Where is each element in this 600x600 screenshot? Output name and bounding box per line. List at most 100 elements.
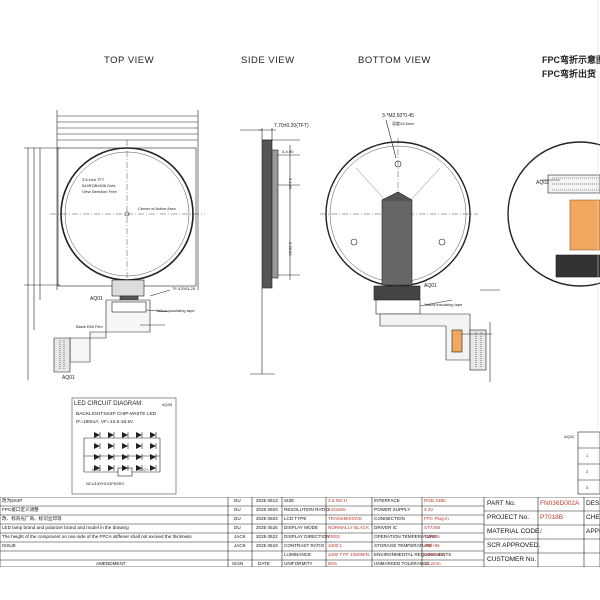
bottom-view-drawing bbox=[320, 119, 500, 382]
side-dim-c: 2-26.92 bbox=[288, 242, 293, 256]
side-table-drawing bbox=[577, 431, 600, 495]
glass-label-view: View Direction Free bbox=[82, 189, 117, 194]
spec-value: NORMALLY BLACK bbox=[328, 525, 370, 530]
date-header: DATE bbox=[258, 561, 270, 566]
ntc-plus-label: NTC+ bbox=[138, 467, 149, 472]
led-chip bbox=[136, 432, 142, 438]
top-part-tag: AQ01 bbox=[90, 296, 103, 302]
led-chip bbox=[122, 454, 128, 460]
spec-value: FPC Plug-in bbox=[424, 516, 449, 521]
side-table-row-3: 3 bbox=[586, 485, 589, 490]
amendment-date: 2025 0522 bbox=[256, 534, 278, 539]
drawing-views bbox=[24, 0, 600, 497]
spec-value: RGB 24Bit bbox=[424, 498, 446, 503]
part-field-value: P7018B bbox=[540, 514, 564, 521]
led-chip bbox=[94, 432, 100, 438]
spec-value: -30/+85 bbox=[424, 543, 440, 548]
spec-key: STORAGE TEMPERATURE bbox=[374, 543, 432, 548]
spec-key: DRIVER IC bbox=[374, 525, 398, 530]
part-field-label: MATERIAL CODE. bbox=[487, 528, 542, 535]
led-circuit-tag: AQ05 bbox=[162, 402, 173, 407]
side-table-row-2: 2 bbox=[586, 469, 589, 474]
led-chip bbox=[136, 443, 142, 449]
led-chip bbox=[94, 443, 100, 449]
glass-label-dots: 544RGBx506 Dots bbox=[82, 183, 116, 188]
amendment-date: 2025 0526 bbox=[256, 525, 278, 530]
spec-key: DISPLAY DIRECTION bbox=[284, 534, 330, 539]
spec-value: 80% bbox=[328, 561, 338, 566]
part-field-value: FN036D002A bbox=[540, 500, 580, 507]
amendment-date: 2025 0519 bbox=[256, 543, 278, 548]
led-chip bbox=[108, 432, 114, 438]
fpc-bend-title: FPC弯折示意图 bbox=[542, 55, 600, 65]
led-circuit-title: LED CIRCUIT DIAGRAM: bbox=[74, 401, 143, 407]
sign-header: SIGN bbox=[232, 561, 244, 566]
amendment-sign: DU bbox=[234, 516, 241, 521]
led-chip bbox=[136, 465, 142, 471]
part-field-label: PROJECT No. bbox=[487, 514, 530, 521]
spec-value: ST7268 bbox=[424, 525, 441, 530]
spec-key: UNIFORMITY bbox=[284, 561, 313, 566]
part-field-label: SCR APPROVED. bbox=[487, 542, 541, 549]
part-field-value: / bbox=[540, 528, 542, 535]
amendment-sign: DU bbox=[234, 525, 241, 530]
fpc-ship-title: FPC弯折出货 bbox=[542, 69, 597, 79]
spec-key: POWER SUPPLY bbox=[374, 507, 411, 512]
spec-key: CONNECTION bbox=[374, 516, 405, 521]
led-chip bbox=[108, 465, 114, 471]
spec-key: LUMINANCE bbox=[284, 552, 312, 557]
led-chip bbox=[108, 443, 114, 449]
yellow-tape-label: Yellow Insulating tape bbox=[156, 308, 195, 313]
part-field-label: CUSTOMER No. bbox=[487, 556, 536, 563]
spec-value: 1200 TYP. 1050MIN. bbox=[328, 552, 371, 557]
spec-value: -30/+85 bbox=[424, 534, 440, 539]
spec-key: SIZE bbox=[284, 498, 295, 503]
amendment-sign: DU bbox=[234, 507, 241, 512]
led-chip bbox=[122, 432, 128, 438]
title-block-grid bbox=[0, 497, 600, 567]
led-matrix bbox=[94, 432, 157, 471]
check-label: CHEC bbox=[586, 514, 600, 521]
led-chip bbox=[150, 465, 156, 471]
approve-label: APPR bbox=[586, 528, 600, 535]
holes-spec: 3-*M2.50*0.45 bbox=[382, 113, 414, 119]
amendment-date: 2025 0613 bbox=[256, 498, 278, 503]
connector-label: TF-42003-25 bbox=[172, 286, 196, 291]
spec-key: ENVIRONMENTAL REQUIREMENTS bbox=[374, 552, 452, 557]
spec-key: UNMARKED TOLERANCE bbox=[374, 561, 430, 566]
spec-value: FREE bbox=[328, 534, 341, 539]
part-field-label: PART No. bbox=[487, 500, 516, 507]
side-view-drawing bbox=[240, 128, 300, 375]
spec-value: TRANSMISSIVE bbox=[328, 516, 363, 521]
top-view-drawing bbox=[24, 110, 205, 380]
amendment-text: 改为5S4P bbox=[2, 498, 23, 503]
amendment-sign: JACK bbox=[234, 543, 246, 548]
bottom-part-tag: AQ01 bbox=[424, 283, 437, 289]
spec-value: ±0.2mm bbox=[424, 561, 441, 566]
thickness-dimension: 7.70±0.20(TFT) bbox=[274, 123, 309, 129]
led-chip bbox=[108, 454, 114, 460]
led-chip bbox=[150, 454, 156, 460]
amendment-sign: JACK bbox=[234, 534, 246, 539]
top-view-title: TOP VIEW bbox=[104, 55, 155, 66]
side-dim-b: 3-1.00 bbox=[288, 178, 293, 190]
led-chip bbox=[150, 443, 156, 449]
amendment-header: AMENDMENT bbox=[96, 561, 126, 566]
spec-value: 3.6 INCH bbox=[328, 498, 347, 503]
side-tag-aq01: AQ01 bbox=[62, 375, 75, 381]
spec-value: RoHS 2.0 bbox=[424, 552, 444, 557]
led-chip bbox=[122, 465, 128, 471]
side-dim-a: 3-4.00 bbox=[282, 149, 294, 154]
side-table-row-1: 1 bbox=[586, 453, 589, 458]
glass-label-size: 3.6 inch TFT bbox=[82, 177, 105, 182]
side-tag-aq03: AQ03 bbox=[536, 180, 549, 186]
side-view-title: SIDE VIEW bbox=[241, 55, 295, 66]
led-chip bbox=[136, 454, 142, 460]
bottom-view-title: BOTTOM VIEW bbox=[358, 55, 431, 66]
black-film-label: Black EMI Film bbox=[76, 324, 103, 329]
spec-value: 3.3V bbox=[424, 507, 434, 512]
led-chip bbox=[150, 432, 156, 438]
spec-key: LCD TYPE bbox=[284, 516, 307, 521]
led-chip bbox=[94, 454, 100, 460]
